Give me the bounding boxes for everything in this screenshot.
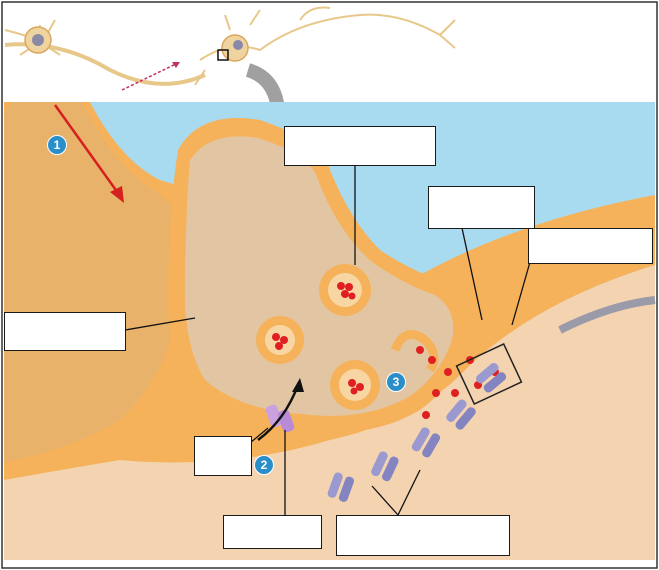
synaptic-cleft-label-box[interactable] [428, 186, 535, 229]
vesicle [319, 264, 371, 316]
calcium-ion-label-box[interactable] [223, 515, 322, 549]
axon-terminal-label-box[interactable] [528, 228, 653, 264]
presynaptic-membrane-label-box[interactable] [4, 312, 126, 351]
vesicle [330, 360, 380, 410]
step-2-badge: 2 [254, 455, 274, 475]
calcium-channel-label-box[interactable] [194, 436, 252, 476]
step-3-badge: 3 [386, 372, 406, 392]
vesicle-label-box[interactable] [284, 126, 436, 166]
signal-direction-arrow [122, 62, 180, 90]
overview-neurons [5, 8, 455, 91]
step-1-badge: 1 [47, 135, 67, 155]
receptors-label-box[interactable] [336, 515, 510, 556]
vesicle [256, 316, 304, 364]
